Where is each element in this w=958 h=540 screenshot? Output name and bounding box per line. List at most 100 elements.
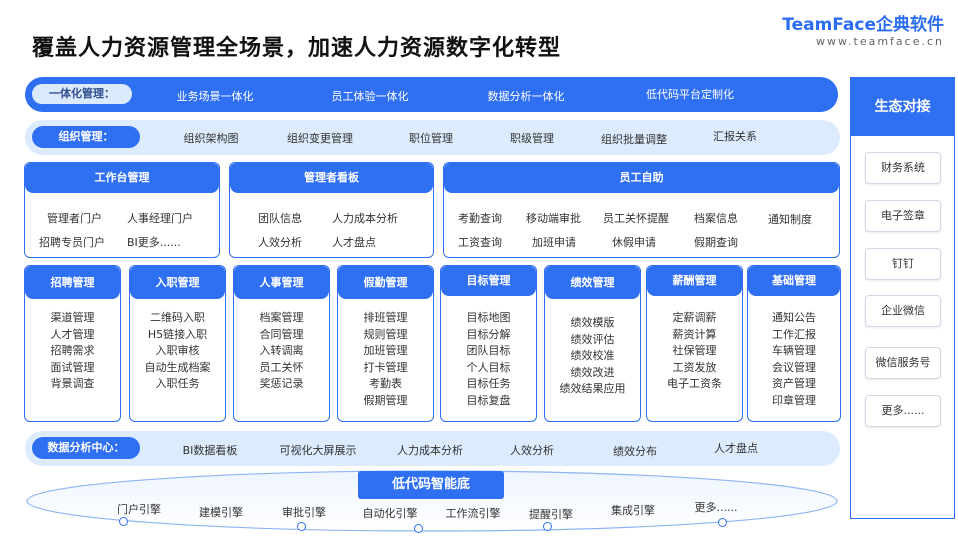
analytics-item: 人力成本分析 [397,444,463,457]
ring-node [414,524,423,533]
self-service-title: 员工自助 [444,163,839,193]
module-item: 排班管理 [363,311,408,324]
org-item: 职级管理 [510,132,554,145]
module-attendance: 假勤管理 排班管理 规则管理 加班管理 打卡管理 考勤表 假期管理 [337,265,434,422]
module-item: 通知公告 [772,311,816,324]
integration-item: 数据分析一体化 [487,90,565,103]
module-item: 目标复盘 [466,393,511,407]
self-service-item: 移动端审批 [526,212,581,225]
analytics-item: 人效分析 [510,444,554,457]
logo-url: www.teamface.cn [816,35,944,48]
module-item: 加班管理 [363,344,408,357]
module-item: 会议管理 [772,360,816,374]
ecosystem-title: 生态对接 [851,78,954,136]
ring-node [119,517,128,526]
engine-label: 自动化引擎 [362,507,418,520]
module-title: 人事管理 [234,266,329,299]
ecosystem-item: 电子签章 [865,200,941,232]
org-item: 组织架构图 [183,132,239,145]
module-item: 个人目标 [466,360,511,374]
module-item: 绩效校准 [570,349,615,362]
module-item: 工作汇报 [772,327,816,341]
workbench-item: 管理者门户 [47,212,102,225]
module-title: 招聘管理 [25,266,120,299]
module-item: 二维码入职 [150,311,205,324]
ecosystem-item: 更多...... [865,395,941,427]
manager-board-item: 团队信息 [258,212,302,225]
module-basic: 基础管理 通知公告 工作汇报 车辆管理 会议管理 资产管理 印章管理 [747,265,841,422]
self-service-item: 员工关怀提醒 [603,212,669,225]
module-item: 绩效改进 [570,365,615,379]
module-item: 渠道管理 [50,311,95,324]
module-item: 人才管理 [50,327,95,341]
org-label: 组织管理： [32,126,140,148]
module-item: 目标分解 [466,327,511,341]
self-service-item: 假期查询 [694,236,738,249]
manager-board-title: 管理者看板 [230,163,433,193]
manager-board-item: 人效分析 [258,236,302,249]
module-item: 团队目标 [466,344,511,357]
module-item: 印章管理 [772,393,816,407]
ring-node [543,522,552,531]
module-title: 目标管理 [441,266,536,296]
module-item: 假期管理 [363,393,408,407]
workbench-card: 工作台管理 管理者门户 人事经理门户 招聘专员门户 BI更多...... [24,162,220,258]
analytics-item: 人才盘点 [714,442,758,455]
org-bar [25,120,840,155]
integration-item: 员工体验一体化 [331,90,409,103]
ring-node [297,522,306,531]
module-item: 电子工资条 [667,377,722,390]
module-item: 员工关怀 [259,360,304,374]
module-item: 工资发放 [672,360,717,374]
integration-label: 一体化管理： [32,84,132,104]
analytics-item: 可视化大屏展示 [279,444,357,457]
module-item: 目标任务 [466,377,511,390]
module-item: 定薪调薪 [672,311,717,324]
module-item: 奖惩记录 [259,377,304,390]
org-item: 组织批量调整 [601,133,667,146]
module-item: 入职审核 [155,344,200,357]
engine-label: 更多...... [694,501,738,514]
module-item: 绩效结果应用 [559,382,626,395]
self-service-item: 休假申请 [612,236,656,249]
integration-bar [25,77,838,112]
module-item: H5链接入职 [147,327,208,341]
integration-item: 业务场景一体化 [176,90,254,103]
module-title: 薪酬管理 [647,266,742,296]
self-service-item: 通知制度 [768,213,812,226]
self-service-item: 档案信息 [694,212,738,225]
ecosystem-item: 财务系统 [865,152,941,184]
module-title: 假勤管理 [338,266,433,299]
module-item: 绩效评估 [570,332,615,346]
module-item: 档案管理 [259,311,304,324]
self-service-card: 员工自助 考勤查询 移动端审批 员工关怀提醒 档案信息 通知制度 工资查询 加班… [443,162,840,258]
module-title: 基础管理 [748,266,840,296]
module-title: 绩效管理 [545,266,640,299]
analytics-item: 绩效分布 [613,445,657,458]
page-title: 覆盖人力资源管理全场景，加速人力资源数字化转型 [32,36,562,61]
ecosystem-panel: 生态对接 财务系统 电子签章 钉钉 企业微信 微信服务号 更多...... [850,77,955,519]
ring-node [718,518,727,527]
ecosystem-item: 企业微信 [865,295,941,327]
module-item: 社保管理 [672,344,717,357]
module-item: 目标地图 [466,311,511,324]
ecosystem-item: 微信服务号 [865,347,941,379]
manager-board-item: 人力成本分析 [332,212,398,225]
org-item: 组织变更管理 [287,132,353,145]
module-item: 入职任务 [155,377,200,390]
module-item: 打卡管理 [363,360,408,374]
module-item: 招聘需求 [50,344,95,357]
module-item: 绩效模版 [570,316,615,329]
module-item: 自动生成档案 [144,360,211,374]
engine-label: 审批引擎 [282,506,326,519]
module-goals: 目标管理 目标地图 目标分解 团队目标 个人目标 目标任务 目标复盘 [440,265,537,422]
engine-label: 工作流引擎 [445,507,501,520]
brand-logo: TeamFace企典软件 www.teamface.cn [782,10,944,48]
engine-label: 提醒引擎 [529,508,573,521]
self-service-item: 考勤查询 [458,212,502,225]
workbench-title: 工作台管理 [25,163,219,193]
module-item: 薪资计算 [672,327,717,341]
workbench-item: 招聘专员门户 [39,236,105,249]
manager-board-card: 管理者看板 团队信息 人力成本分析 人效分析 人才盘点 [229,162,434,258]
module-personnel: 人事管理 档案管理 合同管理 入转调离 员工关怀 奖惩记录 [233,265,330,422]
